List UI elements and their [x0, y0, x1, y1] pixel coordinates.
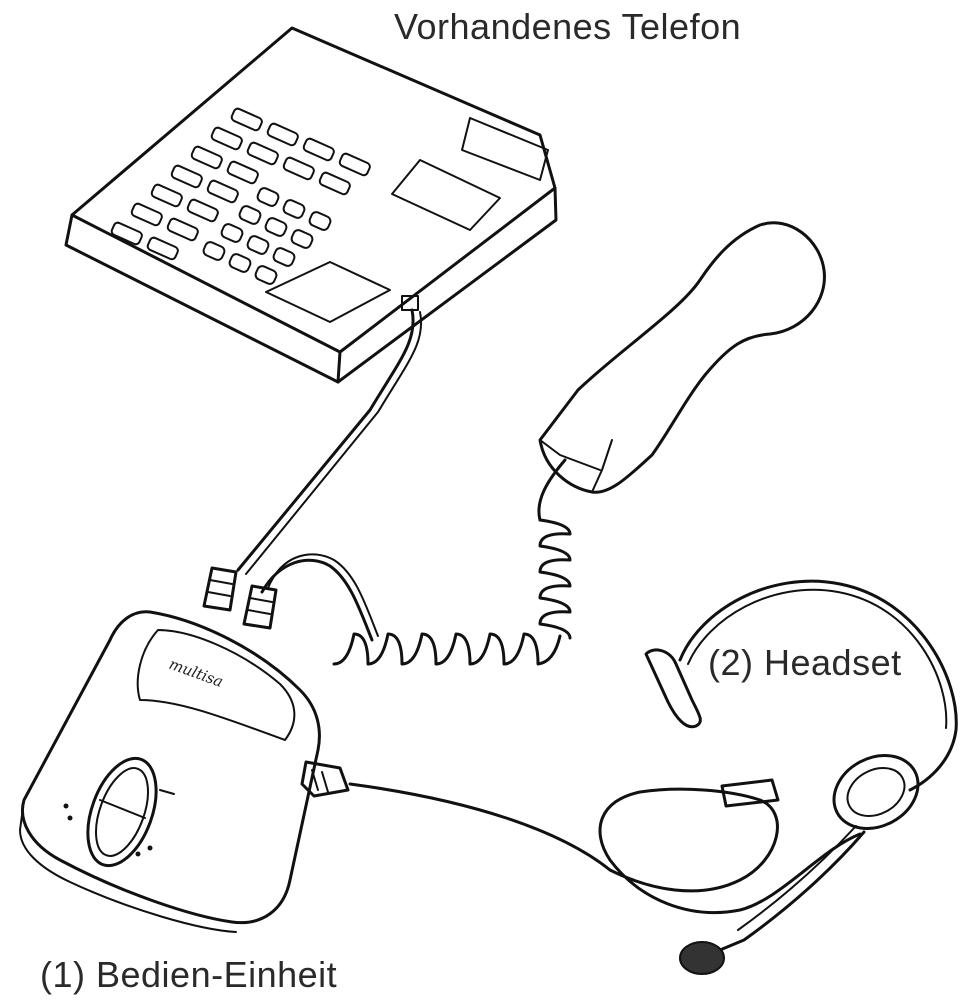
headset-label: (2) Headset	[708, 642, 902, 683]
telephone-handset	[538, 221, 826, 494]
modular-plugs	[202, 566, 278, 630]
control-unit: multisa	[19, 610, 321, 933]
coiled-handset-cord	[260, 458, 572, 666]
existing-telephone-label: Vorhandenes Telefon	[394, 6, 742, 47]
unit-brand-logo: multisa	[167, 655, 226, 691]
headset	[348, 579, 958, 975]
headset-plug	[300, 760, 350, 798]
keypad	[110, 107, 371, 285]
control-unit-label: (1) Bedien-Einheit	[40, 954, 338, 995]
phone-line-cord	[236, 308, 415, 572]
desk-telephone	[64, 26, 558, 384]
